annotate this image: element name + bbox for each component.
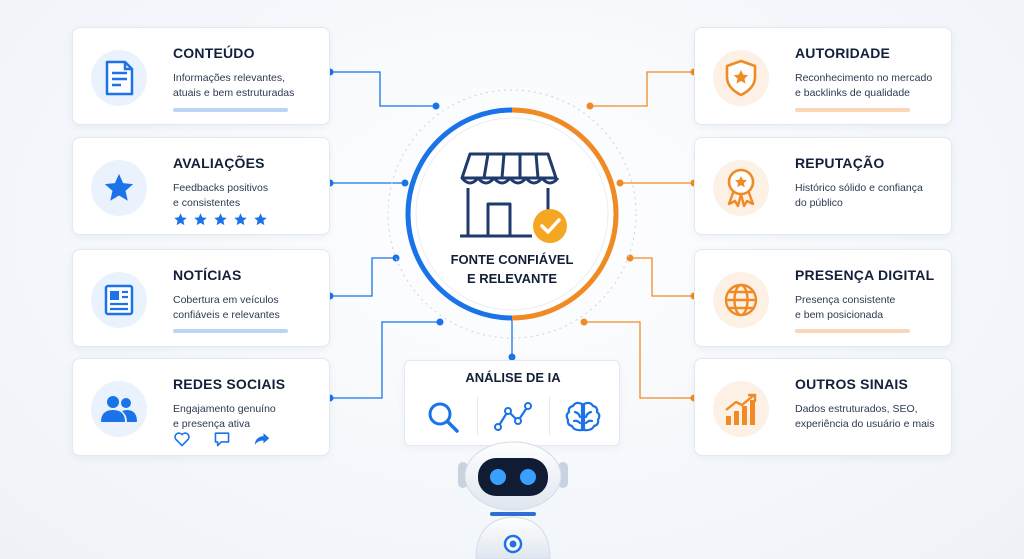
ia-icon-slot [421,395,465,439]
badge-presenca-digital [713,272,769,328]
ia-analysis-panel: ANÁLISE DE IA [404,360,620,446]
rating-star-icon [234,213,247,226]
badge-conteudo [91,50,147,106]
rating-star-icon [254,213,267,226]
card-accent-bar [173,108,288,112]
card-title: REDES SOCIAIS [173,376,286,392]
card-title: NOTÍCIAS [173,267,242,283]
card-title: AUTORIDADE [795,45,891,61]
rating-star-icon [174,213,187,226]
card-description: Presença consistente e bem posicionada [795,294,896,321]
connector-redes [330,321,440,399]
comment-icon[interactable] [213,431,231,447]
card-noticias: NOTÍCIAS Cobertura em veículos confiávei… [72,249,330,347]
card-outros-sinais: OUTROS SINAIS Dados estruturados, SEO, e… [694,358,952,456]
center-ring [405,107,619,321]
connector-conteudo [330,71,436,107]
card-presenca-digital: PRESENÇA DIGITAL Presença consistente e … [694,249,952,347]
connector-outros [584,321,694,399]
connector-noticias [330,257,396,297]
center-title-line2: E RELEVANTE [466,271,558,286]
newspaper-icon [104,284,134,316]
brain-icon [565,401,601,432]
card-description: Dados estruturados, SEO, experiência do … [795,403,935,430]
card-description: Informações relevantes, atuais e bem est… [173,72,295,99]
badge-redes-sociais [91,381,147,437]
heart-icon[interactable] [173,431,191,447]
card-title: AVALIAÇÕES [173,155,265,171]
rating-star-icon [194,213,207,226]
globe-icon [724,283,758,317]
robot-mascot [448,438,578,559]
shield-star-icon [725,59,757,97]
card-title: REPUTAÇÃO [795,155,885,171]
social-actions [173,431,271,447]
ia-title: ANÁLISE DE IA [465,370,561,385]
magnifier-icon [428,402,459,433]
card-title: OUTROS SINAIS [795,376,909,392]
badge-avaliacoes [91,160,147,216]
card-title: PRESENÇA DIGITAL [795,267,935,283]
card-accent-bar [173,329,288,333]
center-hub [448,148,576,248]
center-title: FONTE CONFIÁVEL E RELEVANTE [432,250,592,288]
rating-stars [173,212,268,227]
card-title: CONTEÚDO [173,45,255,61]
badge-autoridade [713,50,769,106]
center-title-line1: FONTE CONFIÁVEL [450,252,574,267]
card-accent-bar [795,108,910,112]
card-description: Reconhecimento no mercado e backlinks de… [795,72,933,99]
ia-separator [477,397,478,435]
card-autoridade: AUTORIDADE Reconhecimento no mercado e b… [694,27,952,125]
card-accent-bar [795,329,910,333]
robot-icon [458,441,568,559]
card-avaliacoes: AVALIAÇÕES Feedbacks positivos e consist… [72,137,330,235]
document-icon [105,60,134,96]
badge-noticias [91,272,147,328]
card-description: Engajamento genuíno e presença ativa [173,403,276,430]
card-description: Feedbacks positivos e consistentes [173,182,269,209]
badge-outros-sinais [713,381,769,437]
outer-dotted-ring [387,89,637,339]
ia-separator [549,397,550,435]
store-verified-icon [460,152,567,243]
users-icon [101,396,137,422]
growth-chart-icon [725,393,757,425]
rating-star-icon [214,213,227,226]
ia-icon-slot [561,395,605,439]
share-icon[interactable] [253,431,271,447]
star-icon [104,173,134,201]
card-conteudo: CONTEÚDO Informações relevantes, atuais … [72,27,330,125]
card-description: Histórico sólido e confiança do público [795,182,923,209]
ia-icon-slot [491,395,535,439]
connector-presenca [630,257,694,297]
card-reputacao: REPUTAÇÃO Histórico sólido e confiança d… [694,137,952,235]
badge-reputacao [713,160,769,216]
card-redes-sociais: REDES SOCIAIS Engajamento genuíno e pres… [72,358,330,456]
data-graph-icon [494,402,532,431]
card-description: Cobertura em veículos confiáveis e relev… [173,294,280,321]
connector-autoridade [590,71,694,107]
award-ribbon-icon [727,168,755,208]
